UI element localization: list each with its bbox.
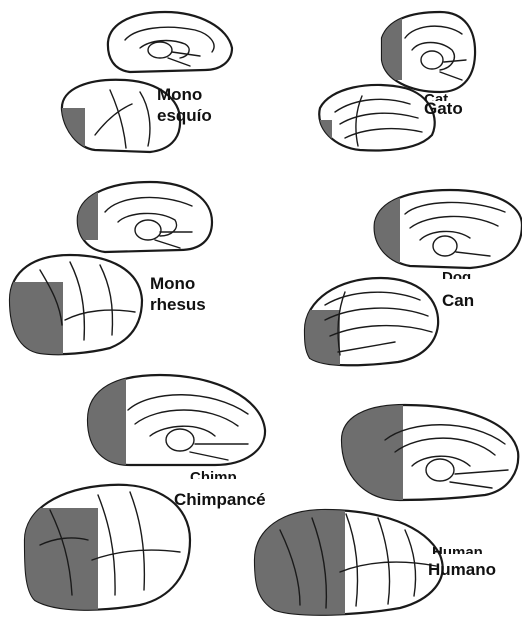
- squirrel-monkey-label-line-2: esquío: [157, 105, 212, 126]
- rhesus-monkey-label-line-2: rhesus: [150, 294, 206, 315]
- dog-label: Can: [442, 290, 474, 311]
- human-medial-prefrontal-region: [335, 400, 403, 505]
- squirrel-monkey-prefrontal-region: [55, 108, 85, 156]
- chimpanzee-prefrontal-region: [20, 508, 98, 618]
- dog-lateral-brain: [300, 278, 438, 370]
- chimpanzee-medial-prefrontal-region: [82, 372, 126, 470]
- squirrel-monkey-medial-brain: [108, 12, 232, 72]
- rhesus-monkey-lateral-brain: [5, 255, 142, 362]
- rhesus-monkey-label: Mono rhesus: [150, 273, 206, 315]
- human-lateral-brain: [250, 505, 443, 625]
- cat-label: Gato: [424, 98, 463, 119]
- human-label: Humano: [428, 559, 496, 580]
- dog-medial-brain: [370, 188, 522, 268]
- squirrel-monkey-label-line-1: Mono: [157, 84, 212, 105]
- cat-medial-brain: [378, 10, 475, 92]
- rhesus-monkey-prefrontal-region: [5, 282, 63, 362]
- chimpanzee-label: Chimpancé: [174, 489, 266, 510]
- chimpanzee-lateral-brain: [20, 485, 190, 618]
- cat-lateral-brain: [310, 85, 435, 155]
- human-prefrontal-region: [250, 505, 345, 625]
- chimpanzee-cut-label: Chimp: [190, 470, 237, 479]
- rhesus-monkey-label-line-1: Mono: [150, 273, 206, 294]
- rhesus-monkey-medial-prefrontal-region: [74, 180, 98, 240]
- dog-cut-label: Dog: [442, 270, 471, 279]
- human-cut-label: Human: [432, 545, 483, 554]
- rhesus-monkey-medial-brain: [74, 180, 212, 252]
- chimpanzee-medial-brain: [82, 372, 265, 470]
- squirrel-monkey-label: Mono esquío: [157, 84, 212, 126]
- human-medial-brain: [335, 400, 518, 505]
